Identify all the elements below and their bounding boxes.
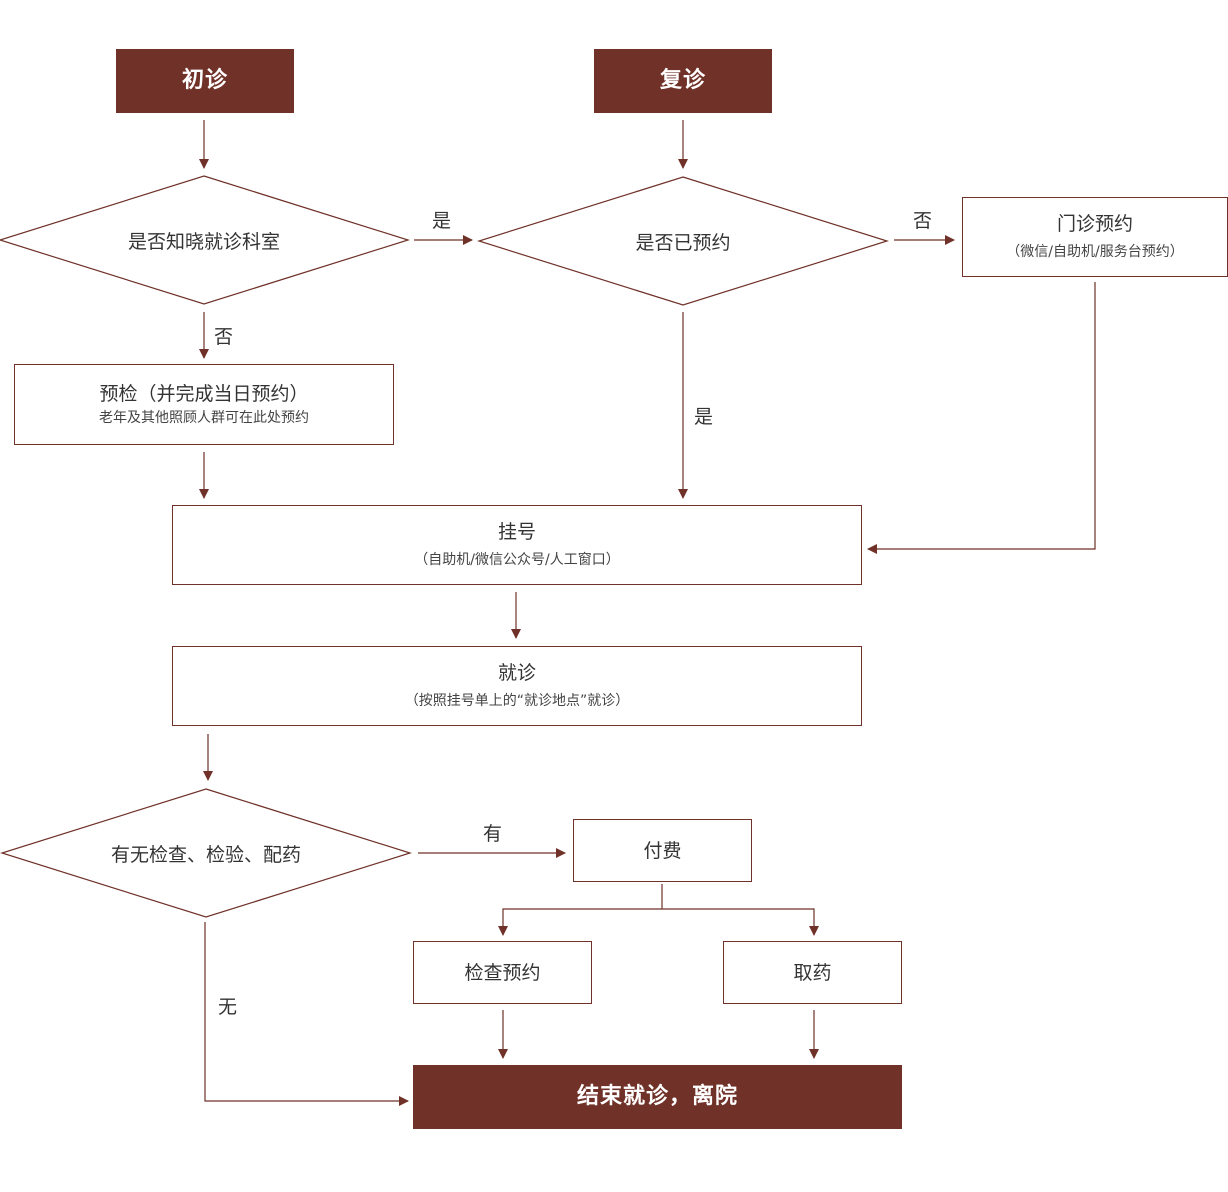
finish-node: 结束就诊，离院	[413, 1065, 902, 1129]
consult-title: 就诊	[497, 662, 536, 684]
consult-node: 就诊 （按照挂号单上的“就诊地点”就诊）	[172, 646, 862, 726]
arrow-question-none	[204, 922, 409, 1106]
already-booked-label: 是否已预约	[635, 231, 731, 254]
edge-label-no-booked: 否	[913, 210, 933, 232]
return-visit-node: 复诊	[594, 49, 772, 113]
diamond-already-booked	[476, 176, 890, 306]
register-node: 挂号 （自助机/微信公众号/人工窗口）	[172, 505, 862, 585]
edge-label-yes-know: 是	[432, 210, 452, 232]
edge-label-has: 有	[483, 823, 503, 845]
precheck-subtitle: 老年及其他照顾人群可在此处预约	[99, 409, 309, 426]
outpatient-booking-node: 门诊预约 （微信/自助机/服务台预约）	[962, 197, 1228, 277]
exam-booking-node: 检查预约	[413, 941, 592, 1004]
edge-label-yes-booked: 是	[694, 406, 714, 428]
arrow-booking-to-register	[867, 282, 1096, 554]
diamond-know-department	[0, 175, 411, 305]
arrow-payment-to-medicine	[662, 908, 819, 936]
arrow-payment-to-exam	[498, 908, 662, 936]
register-subtitle: （自助机/微信公众号/人工窗口）	[414, 552, 620, 568]
register-title: 挂号	[497, 521, 536, 543]
payment-node: 付费	[573, 819, 752, 882]
return-visit-label: 复诊	[659, 68, 706, 93]
edge-label-no-know: 否	[214, 326, 234, 348]
precheck-node: 预检（并完成当日预约） 老年及其他照顾人群可在此处预约	[14, 364, 394, 445]
consult-subtitle: （按照挂号单上的“就诊地点”就诊）	[404, 693, 630, 709]
payment-label: 付费	[643, 839, 682, 862]
know-department-label: 是否知晓就诊科室	[127, 230, 280, 253]
exam-question-label: 有无检查、检验、配药	[110, 843, 301, 866]
first-visit-label: 初诊	[181, 68, 228, 93]
outpatient-booking-title: 门诊预约	[1056, 213, 1133, 235]
pickup-medicine-node: 取药	[723, 941, 902, 1004]
pickup-medicine-label: 取药	[793, 961, 832, 984]
finish-label: 结束就诊，离院	[576, 1084, 738, 1109]
exam-booking-label: 检查预约	[464, 961, 541, 984]
diamond-exam-question	[0, 788, 413, 918]
outpatient-booking-subtitle: （微信/自助机/服务台预约）	[1006, 244, 1184, 260]
precheck-title: 预检（并完成当日预约）	[99, 382, 309, 405]
edge-label-none: 无	[218, 996, 238, 1018]
first-visit-node: 初诊	[116, 49, 294, 113]
